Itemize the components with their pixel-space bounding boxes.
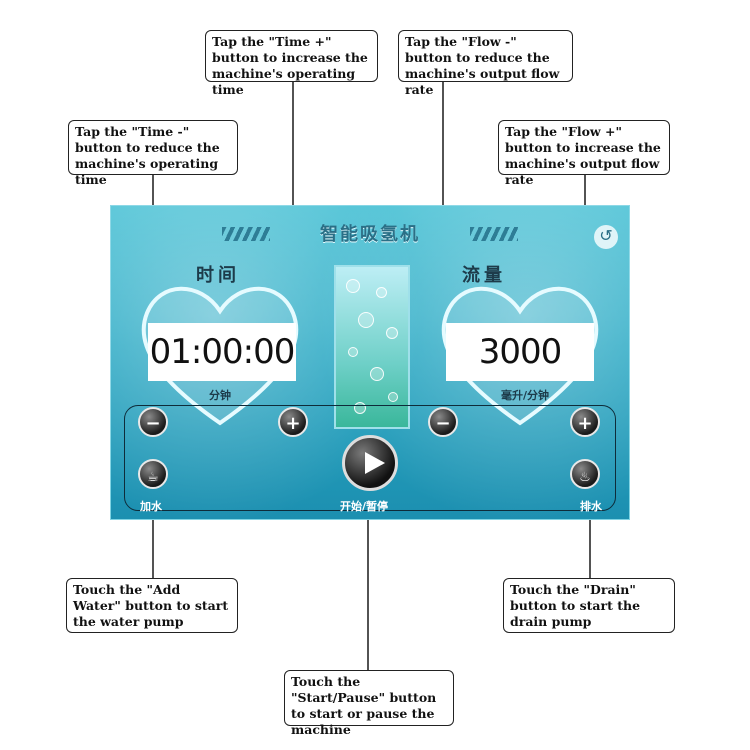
water-cup-icon: ☕ xyxy=(147,470,159,485)
time-minus-button[interactable]: − xyxy=(138,407,168,437)
time-display: 01:00:00 xyxy=(148,323,296,381)
back-icon[interactable]: ↺ xyxy=(594,225,618,249)
callout-flow-plus: Tap the "Flow +" button to increase the … xyxy=(498,120,670,187)
flow-label: 流量 xyxy=(462,265,506,286)
callout-time-minus: Tap the "Time -" button to reduce the ma… xyxy=(68,120,238,187)
start-pause-button[interactable] xyxy=(342,435,398,491)
flow-minus-button[interactable]: − xyxy=(428,407,458,437)
add-water-button[interactable]: ☕ xyxy=(138,459,168,489)
device-screen: 智能吸氢机 ↺ 时间 流量 01:00:00 3000 分钟 毫升/分钟 − +… xyxy=(110,205,630,520)
callout-flow-minus: Tap the "Flow -" button to reduce the ma… xyxy=(398,30,573,97)
callout-start-pause: Touch the "Start/Pause" button to start … xyxy=(284,670,454,737)
time-label: 时间 xyxy=(196,265,240,286)
flow-unit: 毫升/分钟 xyxy=(500,389,550,402)
callout-time-plus: Tap the "Time +" button to increase the … xyxy=(205,30,378,97)
time-unit: 分钟 xyxy=(209,389,231,402)
control-area xyxy=(124,405,616,511)
flow-display: 3000 xyxy=(446,323,594,381)
device-title: 智能吸氢机 xyxy=(320,224,420,245)
faucet-icon: ♨ xyxy=(579,470,591,485)
start-pause-label: 开始/暂停 xyxy=(340,500,389,513)
time-plus-button[interactable]: + xyxy=(278,407,308,437)
drain-label: 排水 xyxy=(580,500,602,513)
callout-add-water: Touch the "Add Water" button to start th… xyxy=(66,578,238,633)
title-stripe-left xyxy=(222,227,270,241)
title-stripe-right xyxy=(470,227,518,241)
callout-drain: Touch the "Drain" button to start the dr… xyxy=(503,578,675,633)
flow-plus-button[interactable]: + xyxy=(570,407,600,437)
drain-button[interactable]: ♨ xyxy=(570,459,600,489)
add-water-label: 加水 xyxy=(140,500,162,513)
